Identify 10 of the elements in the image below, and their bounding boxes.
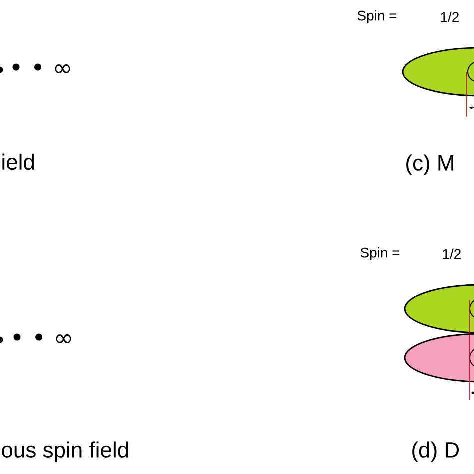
- spin-label: Spin =: [358, 10, 397, 24]
- spin-label: 1/2: [441, 12, 459, 22]
- panel-caption: ous spin field: [2, 442, 128, 462]
- panel-caption: (d) D: [412, 442, 460, 462]
- spin-label: 1/2: [443, 248, 461, 260]
- formula-label: • • ∞: [14, 334, 72, 344]
- panel-caption: ield: [2, 154, 34, 170]
- formula-label: • • ∞: [12, 64, 70, 74]
- panel-caption: (c) M: [406, 154, 454, 176]
- spin-label: Spin =: [360, 247, 400, 261]
